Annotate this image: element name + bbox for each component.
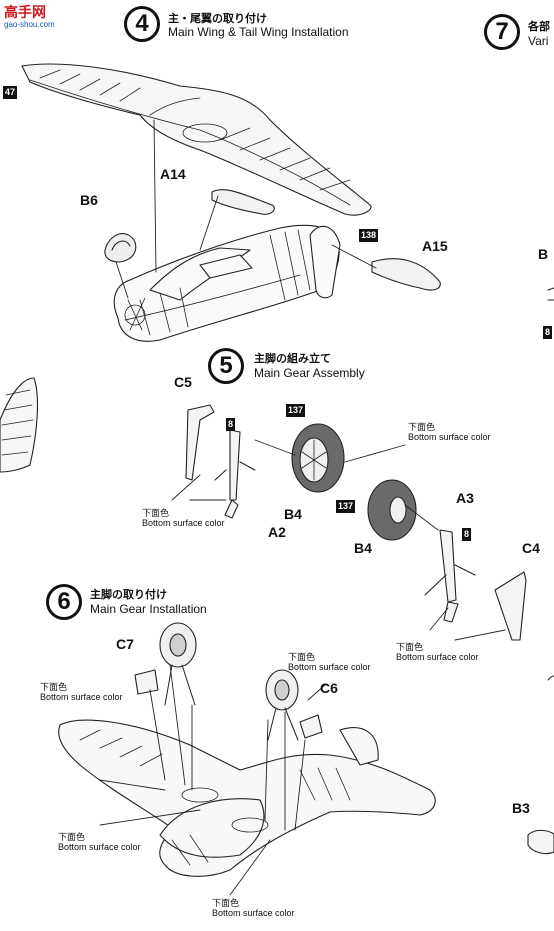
- part-label-c6: C6: [320, 680, 338, 696]
- part-label-c4: C4: [522, 540, 540, 556]
- step-7-number: 7: [484, 14, 520, 50]
- main-wing-drawing: [21, 63, 372, 216]
- part-label-b4-upper: B4: [284, 506, 302, 522]
- note-jp-1: 下面色: [408, 423, 436, 433]
- step6-guide-lines: [99, 664, 326, 896]
- note-en-2: Bottom surface color: [142, 518, 225, 528]
- a14-stabilizer-piece: [211, 189, 275, 215]
- paint-badge-8-right: 8: [543, 326, 553, 339]
- c4-gear-door: [494, 571, 527, 641]
- paint-badge-137-b: 137: [336, 500, 356, 513]
- part-label-b6: B6: [80, 192, 98, 208]
- part-label-a14: A14: [160, 166, 186, 182]
- note-en-1: Bottom surface color: [408, 432, 491, 442]
- step-4-number: 4: [124, 6, 160, 42]
- step-5-title-jp: 主脚の組み立て: [254, 352, 331, 365]
- right-partial-drawing: [527, 287, 554, 855]
- watermark-logo: 高手网: [4, 4, 46, 20]
- note-en-4: Bottom surface color: [288, 662, 371, 672]
- note-jp-7: 下面色: [212, 899, 240, 909]
- b6-canopy-piece: [104, 233, 137, 263]
- step-4-title-en: Main Wing & Tail Wing Installation: [168, 25, 349, 39]
- c6-door-piece: [299, 714, 323, 739]
- note-en-7: Bottom surface color: [212, 908, 295, 918]
- fuselage-drawing: [113, 224, 341, 342]
- note-jp-2: 下面色: [142, 509, 170, 519]
- main-wing-panel-lines: [29, 69, 351, 206]
- part-label-b3: B3: [512, 800, 530, 816]
- part-label-a3: A3: [456, 490, 474, 506]
- part-label-a2: A2: [268, 524, 286, 540]
- step-7-title-en: Vari: [528, 34, 549, 48]
- note-jp-4: 下面色: [288, 653, 316, 663]
- paint-badge-138: 138: [359, 229, 379, 242]
- b4-wheel-upper: [291, 423, 345, 493]
- step6-right-gear: [265, 669, 299, 741]
- step-6-title-jp: 主脚の取り付け: [90, 588, 167, 601]
- a3-gear-strut: [424, 529, 476, 623]
- step5-guide-lines: [171, 439, 506, 641]
- note-en-3: Bottom surface color: [396, 652, 479, 662]
- step-6-number: 6: [46, 584, 82, 620]
- note-jp-6: 下面色: [58, 833, 86, 843]
- b4-wheel-lower: [367, 479, 417, 541]
- c7-door-piece: [134, 669, 159, 695]
- step4-guide-lines: [115, 119, 377, 299]
- a15-stabilizer-piece: [371, 258, 441, 291]
- fuselage-panel-lines: [124, 229, 311, 336]
- step-6-title-en: Main Gear Installation: [90, 602, 207, 616]
- step-7-title-jp: 各部: [528, 20, 550, 33]
- step6-left-gear: [159, 622, 197, 706]
- note-jp-5: 下面色: [40, 683, 68, 693]
- paint-badge-47: 47: [3, 86, 18, 99]
- aircraft-body-drawing: [58, 719, 436, 877]
- note-en-6: Bottom surface color: [58, 842, 141, 852]
- left-partial-tail-drawing: [0, 377, 39, 473]
- a2-gear-strut: [214, 429, 256, 519]
- part-label-a15: A15: [422, 238, 448, 254]
- part-label-b-cut: B: [538, 246, 549, 262]
- step-5-title-en: Main Gear Assembly: [254, 366, 365, 380]
- c5-gear-door: [185, 404, 215, 481]
- part-label-b4-lower: B4: [354, 540, 372, 556]
- aircraft-panel-lines: [79, 729, 351, 866]
- watermark-url: gao-shou.com: [4, 20, 55, 29]
- part-label-c7: C7: [116, 636, 134, 652]
- part-label-c5: C5: [174, 374, 192, 390]
- paint-badge-137-a: 137: [286, 404, 306, 417]
- paint-badge-8-b: 8: [462, 528, 472, 541]
- step-5-number: 5: [208, 348, 244, 384]
- step-4-title-jp: 主・尾翼の取り付け: [168, 12, 267, 25]
- paint-badge-8-a: 8: [226, 418, 236, 431]
- note-en-5: Bottom surface color: [40, 692, 123, 702]
- note-jp-3: 下面色: [396, 643, 424, 653]
